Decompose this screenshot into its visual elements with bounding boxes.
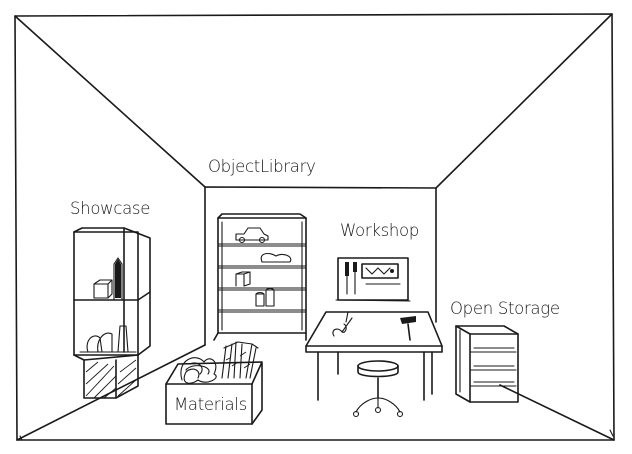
room-outline — [14, 13, 615, 441]
stool — [352, 360, 404, 418]
materials-bin — [165, 341, 263, 425]
workshop-pegboard — [335, 257, 411, 302]
label-open-storage: Open Storage — [450, 299, 560, 318]
label-showcase: Showcase — [70, 199, 150, 218]
label-materials: Materials — [174, 395, 247, 414]
showcase-cabinet — [73, 227, 151, 399]
open-storage-unit — [455, 325, 519, 403]
label-workshop: Workshop — [340, 221, 419, 240]
object-library-shelf — [213, 213, 307, 341]
workshop-table — [305, 311, 443, 401]
label-object-library: ObjectLibrary — [208, 157, 316, 176]
